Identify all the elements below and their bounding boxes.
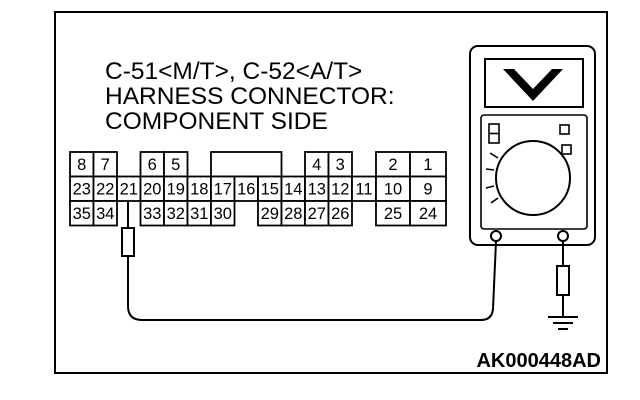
dial-scale-tick [489,152,499,159]
pin-label: 22 [96,181,114,199]
pin-label: 25 [384,205,402,223]
pin-label: 12 [331,181,349,199]
left-terminal [490,230,502,242]
pin-label: 24 [419,205,437,223]
dial-scale-tick [490,197,499,204]
connector-title: C-51<M/T>, C-52<A/T> HARNESS CONNECTOR: … [105,58,395,135]
pin-label: 29 [261,205,279,223]
pin-label: 7 [101,156,110,174]
mode-button-icon [559,124,570,135]
segment-display-icon [488,123,500,144]
pin-label: 30 [214,205,232,223]
pin-label: 6 [148,156,157,174]
pin-box [409,151,447,178]
dial-scale-tick [485,168,495,171]
connector-title-line: COMPONENT SIDE [105,108,328,135]
connector-title-line: HARNESS CONNECTOR: [105,83,395,110]
pin-label: 3 [336,156,345,174]
pin-label: 23 [73,181,91,199]
multimeter-panel [480,114,588,230]
pin-label: 18 [190,181,208,199]
ground-icon [548,316,578,330]
probe-body [556,265,570,296]
pin-label: 28 [284,205,302,223]
right-test-probe [556,241,570,317]
pin-label: 20 [143,181,161,199]
pin-label: 21 [120,181,138,199]
figure-id: AK000448AD [476,350,601,372]
pin-label: 13 [308,181,326,199]
diagram-frame [54,11,608,374]
pin-box [375,200,411,227]
probe-body [121,227,135,257]
pin-label: 14 [284,181,302,199]
pin-box [92,200,118,227]
pin-box [210,200,236,227]
pin-box [409,200,447,227]
mode-button-icon [561,144,572,155]
pin-label: 26 [331,205,349,223]
pin-box [351,175,377,202]
pin-label: 16 [237,181,255,199]
pin-label: 35 [73,205,91,223]
connector-title-line: C-51<M/T>, C-52<A/T> [105,58,362,85]
pin-label: 32 [167,205,185,223]
connector-latch [210,151,283,178]
pin-label: 19 [167,181,185,199]
multimeter-icon [469,45,596,246]
left-test-probe [121,201,135,257]
pin-label: 31 [190,205,208,223]
rotary-dial-icon [495,140,571,216]
pin-label: 10 [384,181,402,199]
pin-label: 15 [261,181,279,199]
pin-label: 34 [96,205,114,223]
pin-label: 11 [355,181,372,199]
dial-scale-tick [485,185,495,189]
pin-label: 1 [423,156,432,174]
multimeter-body [469,45,596,246]
voltage-v-icon [503,69,563,101]
multimeter-display [484,58,584,108]
pin-label: 27 [308,205,326,223]
pin-label: 17 [214,181,232,199]
pin-label: 33 [143,205,161,223]
pin-label: 2 [388,156,397,174]
pin-box [327,200,353,227]
pin-label: 9 [423,181,432,199]
pin-label: 8 [77,156,86,174]
pin-label: 5 [171,156,180,174]
pin-label: 4 [312,156,321,174]
right-terminal [557,230,569,242]
test-lead-wire [127,240,497,321]
